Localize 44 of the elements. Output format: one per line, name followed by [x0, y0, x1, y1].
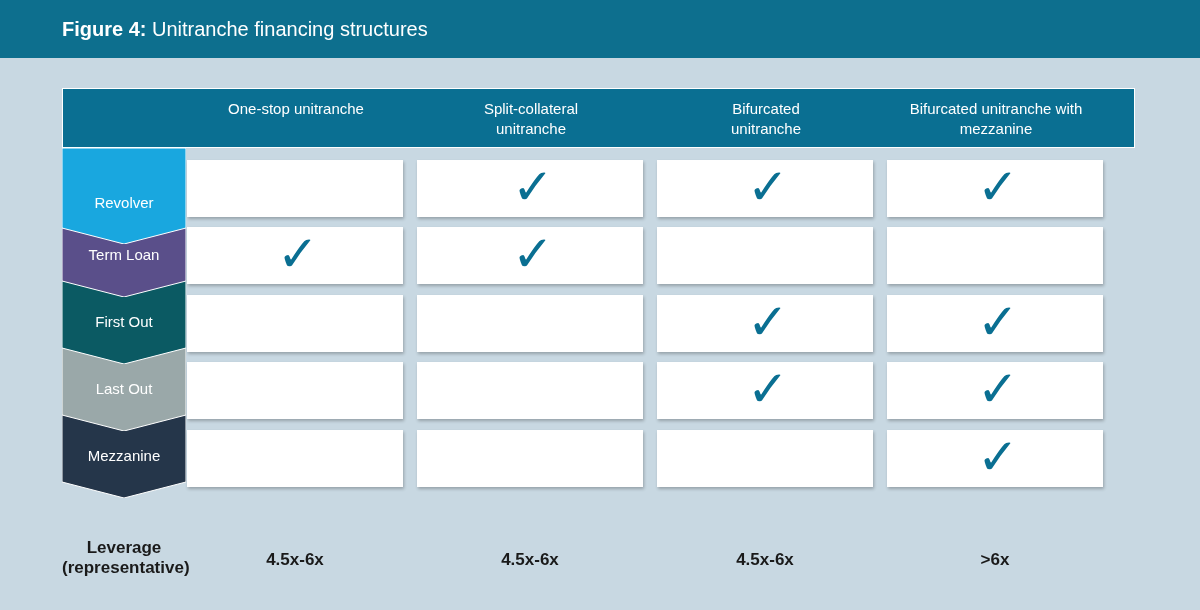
grid-cell — [417, 295, 643, 352]
grid-cell — [887, 227, 1103, 284]
check-mark: ✓ — [747, 162, 789, 212]
grid-cell — [417, 160, 643, 217]
check-mark: ✓ — [977, 364, 1019, 414]
row-label: First Out — [94, 313, 154, 330]
check-mark: ✓ — [977, 432, 1019, 482]
leverage-value: 4.5x-6x — [265, 550, 325, 570]
leverage-value: 4.5x-6x — [735, 550, 795, 570]
grid-cell — [187, 430, 403, 487]
grid-cell — [887, 160, 1103, 217]
figure-title: Figure 4: Unitranche financing structures — [62, 18, 428, 41]
check-mark: ✓ — [512, 229, 554, 279]
check-mark: ✓ — [747, 364, 789, 414]
column-header: Bifurcated unitranche — [729, 99, 803, 139]
row-label: Last Out — [94, 380, 154, 397]
row-label: Term Loan — [87, 246, 161, 263]
grid-cell — [187, 227, 403, 284]
row-label: Mezzanine — [86, 447, 162, 464]
leverage-value: 4.5x-6x — [500, 550, 560, 570]
row-label: Revolver — [93, 194, 155, 211]
grid-cell — [657, 227, 873, 284]
check-mark: ✓ — [747, 297, 789, 347]
grid-cell — [657, 430, 873, 487]
check-mark: ✓ — [977, 297, 1019, 347]
check-mark: ✓ — [977, 162, 1019, 212]
grid-cell — [187, 160, 403, 217]
column-header: Bifurcated unitranche with mezzanine — [908, 99, 1084, 139]
leverage-value: >6x — [979, 550, 1011, 570]
grid-cell — [887, 295, 1103, 352]
grid-cell — [417, 362, 643, 419]
grid-cell — [887, 362, 1103, 419]
grid-cell — [887, 430, 1103, 487]
grid-cell — [187, 295, 403, 352]
grid-cell — [657, 160, 873, 217]
check-mark: ✓ — [277, 229, 319, 279]
grid-cell — [657, 295, 873, 352]
grid-cell — [417, 430, 643, 487]
column-header: Split-collateral unitranche — [482, 99, 580, 139]
grid-cell — [417, 227, 643, 284]
column-header: One-stop unitranche — [228, 99, 364, 119]
grid-cell — [187, 362, 403, 419]
check-mark: ✓ — [512, 162, 554, 212]
grid-cell — [657, 362, 873, 419]
